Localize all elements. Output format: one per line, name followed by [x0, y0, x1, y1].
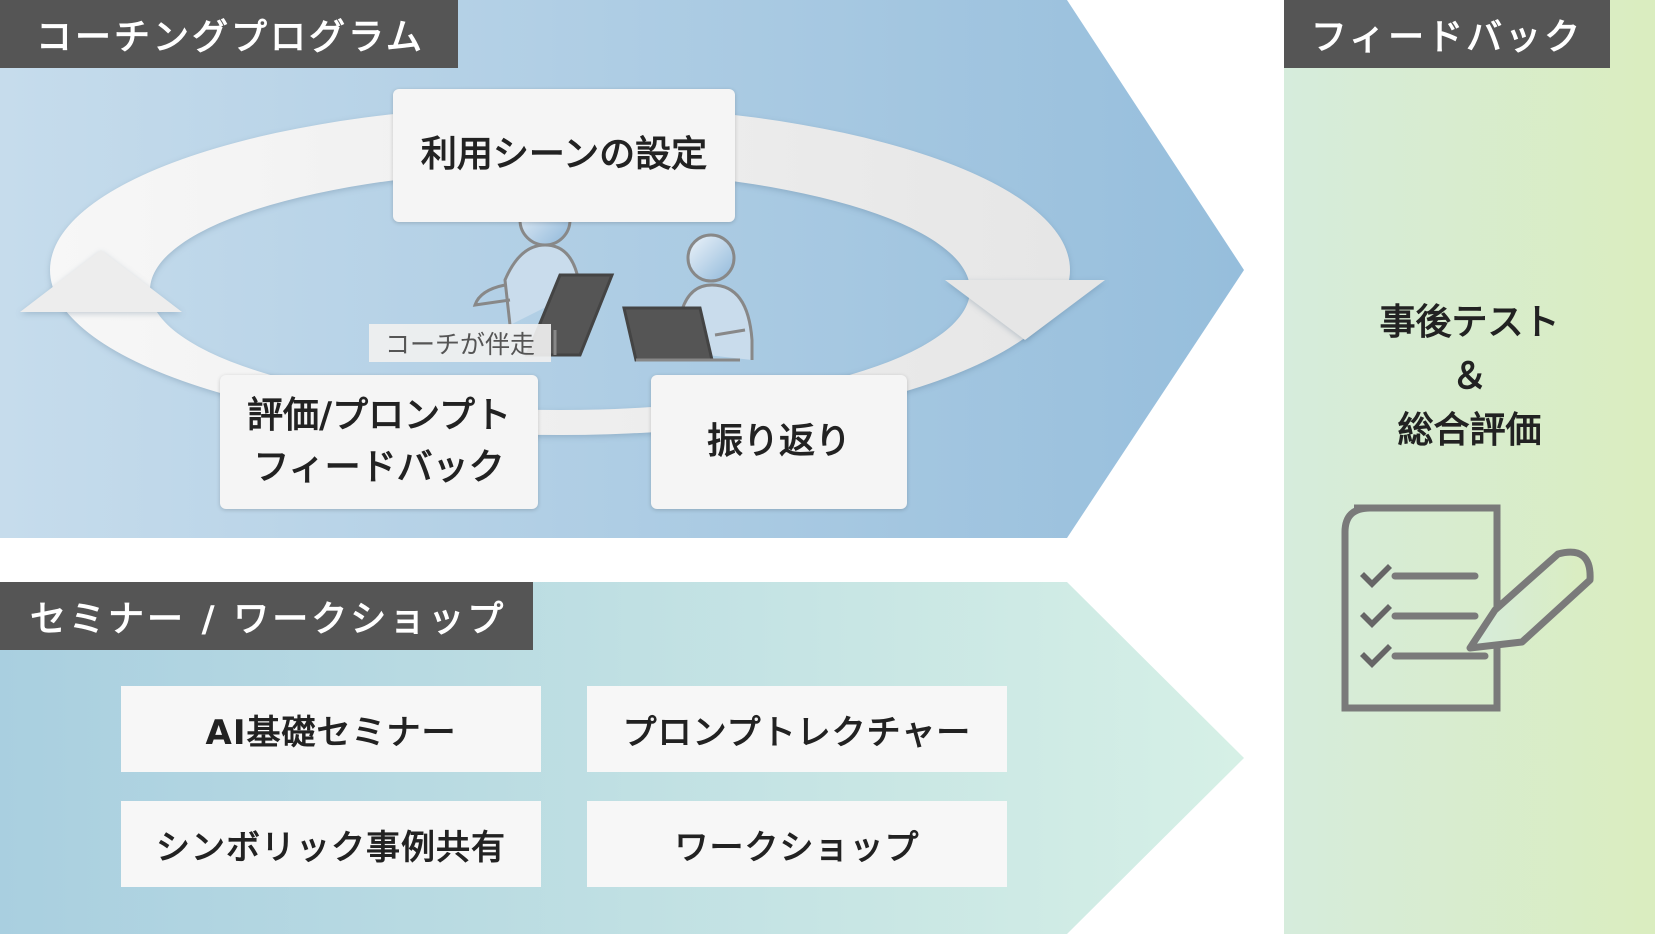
seminar-item-workshop: ワークショップ	[587, 801, 1007, 887]
seminar-item-case-sharing: シンボリック事例共有	[121, 801, 541, 887]
seminar-header: セミナー / ワークショップ	[0, 582, 533, 650]
step-reflect-card: 振り返り	[651, 375, 907, 509]
step-setup-card: 利用シーンの設定	[393, 89, 735, 222]
coaching-header: コーチングプログラム	[0, 0, 458, 68]
seminar-item-ai-basics: AI基礎セミナー	[121, 686, 541, 772]
checklist-pen-icon	[1341, 504, 1594, 712]
feedback-panel	[1284, 0, 1655, 934]
seminar-item-prompt-lecture: プロンプトレクチャー	[587, 686, 1007, 772]
step-eval-card: 評価/プロンプト フィードバック	[220, 375, 538, 509]
feedback-body: 事後テスト ＆ 総合評価	[1379, 302, 1560, 451]
coach-caption: コーチが伴走	[369, 324, 551, 362]
cycle-arrow-icon	[20, 105, 1105, 435]
feedback-header: フィードバック	[1284, 0, 1610, 68]
